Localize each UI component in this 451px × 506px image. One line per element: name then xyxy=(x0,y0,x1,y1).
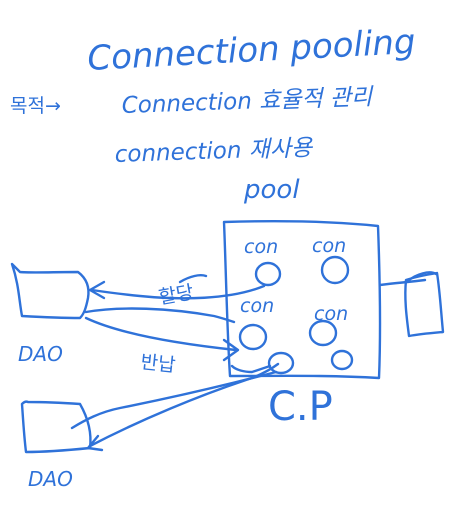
title-text: Connection pooling xyxy=(86,22,416,79)
borrow-label: 할당 xyxy=(157,281,195,309)
con-label-3: con xyxy=(240,295,274,317)
database-top xyxy=(406,271,438,283)
borrow-arrow-line xyxy=(90,284,266,300)
connection-circle-2 xyxy=(320,255,350,285)
bottom-dao-return-line xyxy=(88,362,280,448)
bottom-dao-arrow-head xyxy=(86,434,104,452)
dao-bottom-label: DAO xyxy=(28,467,73,491)
con-label-4: con xyxy=(314,303,348,325)
purpose-line-3: pool xyxy=(243,175,300,205)
return-label: 반납 xyxy=(139,351,176,377)
dao-bottom-box xyxy=(20,400,92,454)
connection-circle-1 xyxy=(254,261,282,287)
con-label-2: con xyxy=(312,235,346,257)
connection-circle-4 xyxy=(308,319,338,347)
dao-top-label: DAO xyxy=(18,342,63,366)
pool-box xyxy=(222,220,382,380)
connection-circle-6 xyxy=(330,349,354,371)
dao-top-box xyxy=(10,262,90,320)
connection-circle-5 xyxy=(267,351,295,375)
purpose-prefix: 목적→ xyxy=(10,95,61,117)
database-link-line xyxy=(378,278,427,287)
return-arrow-head xyxy=(222,338,240,362)
con-label-1: con xyxy=(244,236,278,258)
pool-exit-arrow xyxy=(230,364,272,374)
borrow-arrow-head xyxy=(88,280,106,300)
return-arrow-line xyxy=(84,316,238,352)
connection-circle-3 xyxy=(238,323,268,351)
purpose-line-2: connection 재사용 xyxy=(114,135,314,168)
borrow-label-mark xyxy=(178,274,208,284)
database-cylinder xyxy=(404,271,445,338)
borrow-return-line-upper xyxy=(84,307,236,324)
pool-name-label: C.P xyxy=(268,384,333,430)
purpose-line-1: Connection 효율적 관리 xyxy=(121,84,374,119)
